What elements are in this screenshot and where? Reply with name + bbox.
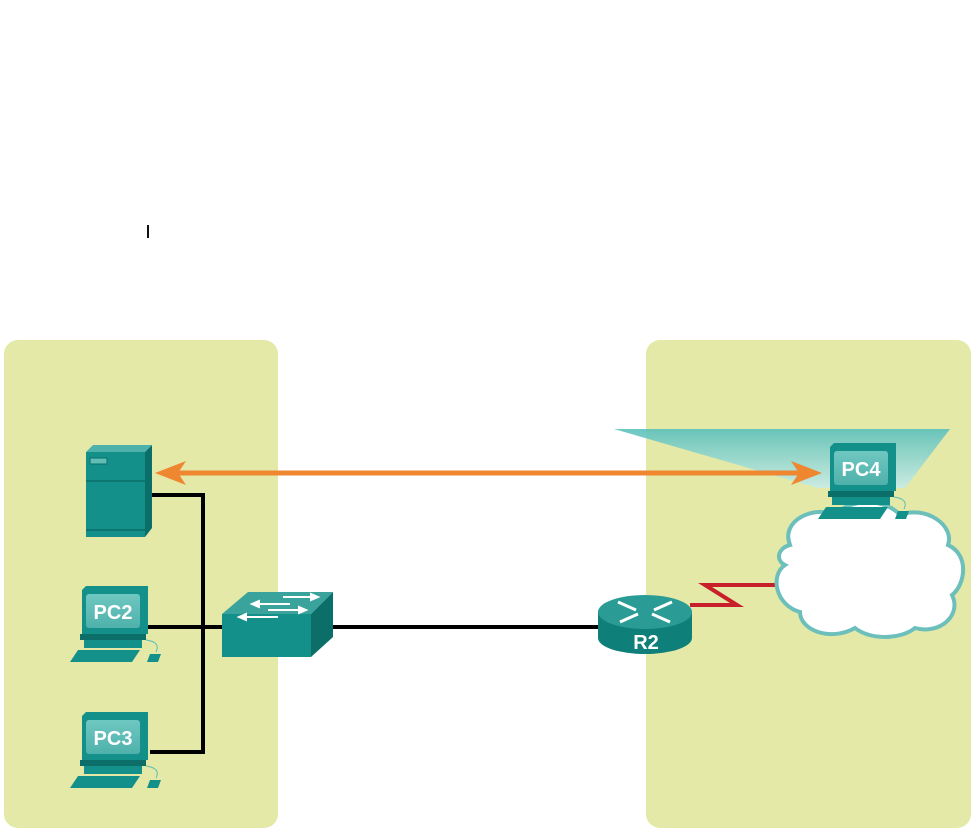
link-server-switch bbox=[150, 493, 205, 754]
router-r2-icon[interactable]: R2 bbox=[598, 595, 692, 654]
arrow-head-right bbox=[791, 461, 822, 485]
ethernet-links bbox=[148, 493, 600, 754]
text-cursor bbox=[147, 225, 149, 238]
pc4-highlight-beam bbox=[614, 429, 950, 488]
pc4-label: PC4 bbox=[842, 459, 882, 481]
serial-link-r2-cloud bbox=[690, 583, 775, 607]
pc3-label: PC3 bbox=[94, 728, 133, 750]
pc2-label: PC2 bbox=[94, 602, 133, 624]
server-icon[interactable] bbox=[86, 445, 152, 537]
pc2-icon[interactable]: PC2 bbox=[70, 586, 161, 662]
traffic-arrow bbox=[155, 461, 822, 485]
arrow-head-left bbox=[155, 461, 186, 485]
pc3-icon[interactable]: PC3 bbox=[70, 712, 161, 788]
r2-label: R2 bbox=[633, 632, 659, 654]
switch-icon[interactable] bbox=[222, 592, 333, 657]
pc4-icon[interactable]: PC4 bbox=[818, 443, 909, 519]
cloud-icon bbox=[774, 500, 966, 639]
